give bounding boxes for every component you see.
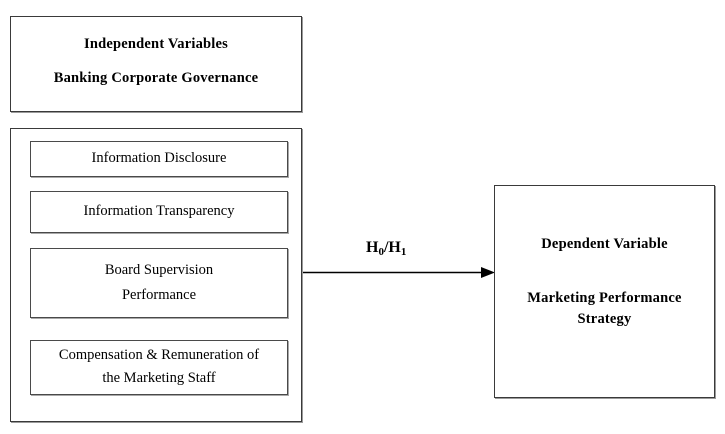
- hypothesis-h1-letter: H: [388, 239, 401, 256]
- indicator-box-compensation-remuneration: Compensation & Remuneration of the Marke…: [30, 340, 288, 395]
- indicator-label-second-line: Performance: [121, 286, 197, 303]
- independent-variables-subtitle: Banking Corporate Governance: [53, 70, 259, 87]
- independent-variables-title: Independent Variables: [83, 36, 228, 52]
- indicator-label: Information Disclosure: [91, 150, 227, 167]
- hypothesis-separator: /: [383, 239, 389, 256]
- dependent-variable-subtitle: Marketing Performance: [527, 290, 682, 307]
- hypothesis-label: H0/H1: [366, 239, 407, 258]
- hypothesis-h1-subscript: 1: [400, 246, 407, 258]
- dependent-variable-box: Dependent Variable Marketing Performance…: [494, 185, 715, 398]
- indicator-label: Information Transparency: [83, 203, 235, 220]
- hypothesis-h0-letter: H: [366, 239, 379, 256]
- right-arrow-icon: [303, 267, 495, 278]
- indicator-label: Board Supervision: [104, 261, 214, 278]
- dependent-variable-title: Dependent Variable: [541, 236, 668, 252]
- indicator-box-board-supervision-performance: Board Supervision Performance: [30, 248, 288, 318]
- hypothesis-h0-subscript: 0: [378, 246, 384, 258]
- dependent-variable-subtitle-second-line: Strategy: [577, 310, 632, 327]
- indicator-label: Compensation & Remuneration of: [58, 347, 260, 364]
- indicator-box-information-disclosure: Information Disclosure: [30, 141, 288, 177]
- independent-variables-box: Independent Variables Banking Corporate …: [10, 16, 302, 112]
- indicator-label-second-line: the Marketing Staff: [102, 370, 216, 386]
- indicator-box-information-transparency: Information Transparency: [30, 191, 288, 233]
